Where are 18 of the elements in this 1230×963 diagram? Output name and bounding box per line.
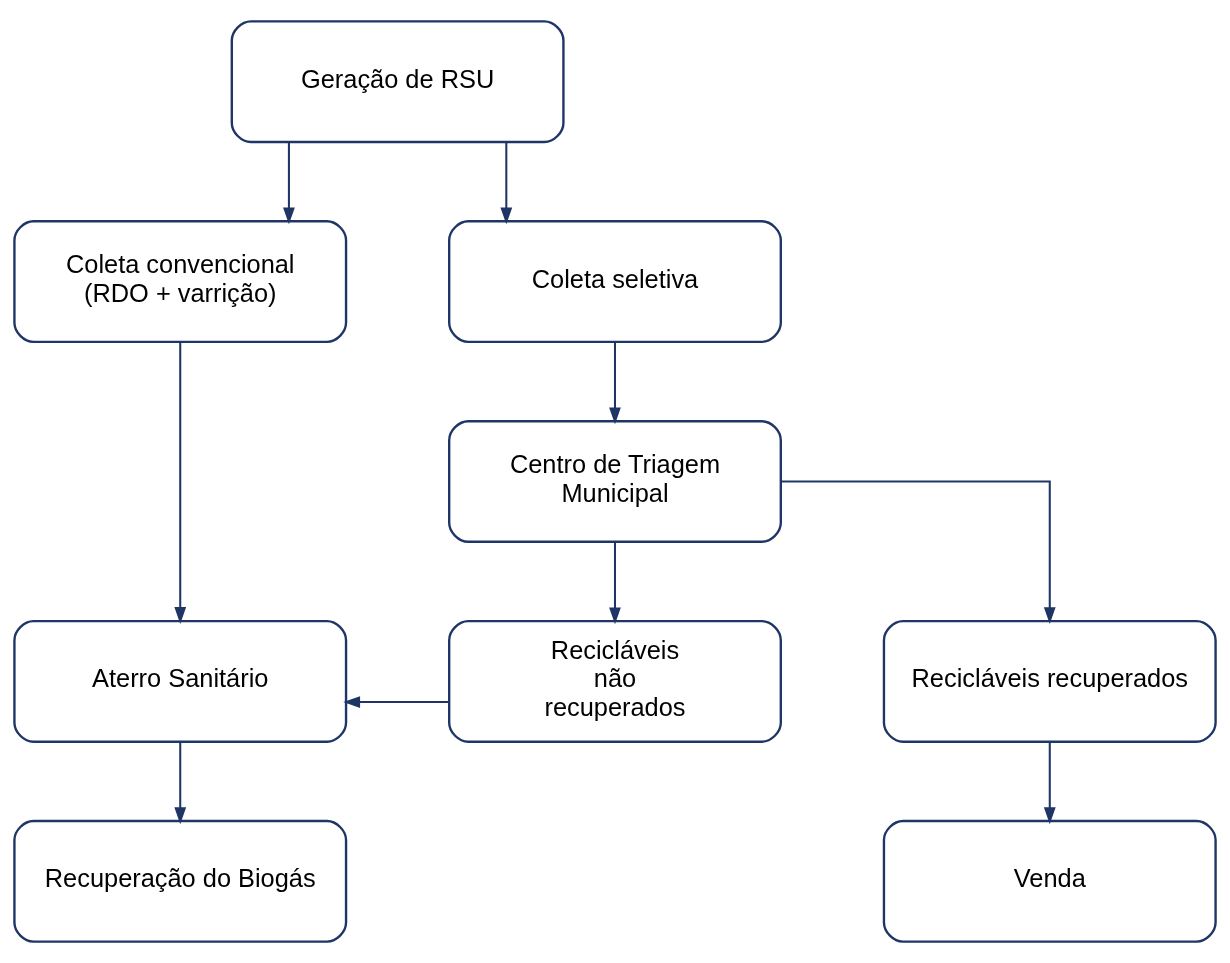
arrow xyxy=(343,696,449,708)
arrow xyxy=(283,142,295,225)
node-box: Aterro Sanitário xyxy=(13,619,348,743)
node-box: Venda xyxy=(882,819,1217,943)
arrow xyxy=(174,741,187,825)
arrow xyxy=(1043,741,1056,825)
node-box: Coleta convencional (RDO + varrição) xyxy=(13,220,348,344)
node-box: Centro de Triagem Municipal xyxy=(448,420,782,543)
node-box: Recicláveis recuperados xyxy=(882,619,1217,743)
node-box: Recicláveis não recuperados xyxy=(448,619,782,743)
arrow xyxy=(174,342,187,624)
arrow xyxy=(609,342,621,425)
arrow xyxy=(781,480,1056,624)
node-box: Geração de RSU xyxy=(230,20,565,144)
node-box: Recuperação do Biogás xyxy=(13,819,348,943)
node-box: Coleta seletiva xyxy=(448,220,782,344)
arrow xyxy=(500,142,513,225)
arrow xyxy=(609,542,621,625)
